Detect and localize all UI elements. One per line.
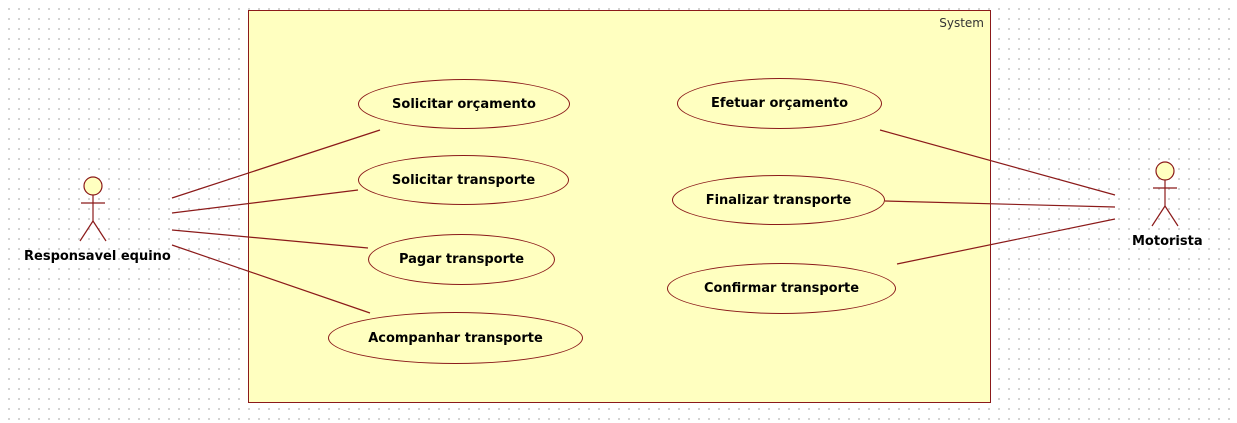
actor-figure-right[interactable] [1151, 161, 1179, 227]
association-left-acompanhar-transporte [171, 244, 371, 314]
usecase-acompanhar-transporte[interactable]: Acompanhar transporte [328, 312, 583, 364]
usecase-pagar-transporte[interactable]: Pagar transporte [368, 234, 555, 285]
usecase-label: Pagar transporte [398, 252, 525, 267]
usecase-label: Finalizar transporte [705, 192, 852, 208]
usecase-finalizar-transporte[interactable]: Finalizar transporte [672, 175, 885, 225]
usecase-solicitar-orcamento[interactable]: Solicitar orçamento [358, 79, 570, 129]
usecase-solicitar-transporte[interactable]: Solicitar transporte [358, 155, 569, 205]
association-right-finalizar-transporte [884, 200, 1116, 208]
actor-figure-left[interactable] [79, 176, 107, 242]
association-left-solicitar-orcamento [171, 129, 381, 199]
usecase-label: Confirmar transporte [703, 281, 860, 296]
usecase-efetuar-orcamento[interactable]: Efetuar orçamento [677, 78, 882, 129]
actor-label-right: Motorista [1132, 234, 1203, 249]
usecase-label: Efetuar orçamento [710, 96, 849, 111]
association-left-solicitar-transporte [171, 189, 359, 214]
system-label: System [939, 16, 984, 30]
actor-label-left: Responsavel equino [24, 249, 171, 264]
usecase-label: Solicitar orçamento [392, 96, 536, 112]
association-right-confirmar-transporte [896, 218, 1116, 265]
usecase-label: Solicitar transporte [391, 172, 536, 188]
usecase-confirmar-transporte[interactable]: Confirmar transporte [667, 263, 896, 314]
association-left-pagar-transporte [171, 229, 369, 249]
usecase-label: Acompanhar transporte [368, 330, 543, 346]
association-right-efetuar-orcamento [879, 129, 1116, 196]
